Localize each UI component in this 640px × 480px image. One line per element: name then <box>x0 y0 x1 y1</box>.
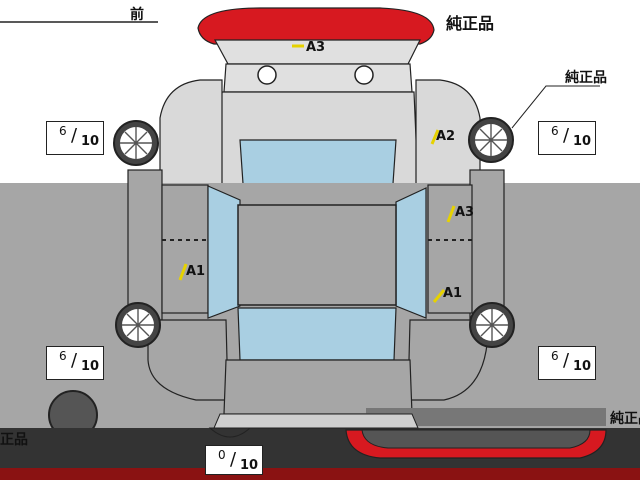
tire-depth-front-right: 6 / 10 <box>538 346 596 380</box>
rear-light-left <box>257 65 277 85</box>
hood <box>223 359 413 415</box>
genuine-label-bottom-left: 正品 <box>0 432 28 448</box>
front-label: 前 <box>130 7 144 23</box>
windshield <box>237 307 397 361</box>
tire-depth-slash: / <box>563 350 570 371</box>
side-panel-right <box>469 169 505 321</box>
rear-light-right <box>354 65 374 85</box>
damage-stroke-right-rear-fender <box>430 129 440 145</box>
rear-bumper <box>197 7 435 45</box>
damage-mark-right-rear-door: A3 <box>455 205 475 220</box>
tire-depth-max: 10 <box>573 359 592 374</box>
damage-mark-left-door: A1 <box>186 264 206 279</box>
damage-stroke-right-front-door <box>432 289 446 303</box>
genuine-label-right: 純正品 <box>565 70 607 86</box>
wheel-front-left <box>115 302 161 348</box>
bottom-noise-strip <box>366 408 606 426</box>
tire-depth-slash: / <box>563 125 570 146</box>
side-window-left <box>207 185 241 319</box>
damage-stroke-right-rear-door <box>446 205 456 223</box>
tire-depth-max: 10 <box>240 458 259 473</box>
front-edge <box>213 413 419 429</box>
tire-depth-max: 10 <box>573 134 592 149</box>
tire-depth-value: 6 <box>59 124 67 138</box>
front-fender-left <box>147 319 229 401</box>
wheel-rear-right <box>468 117 514 163</box>
tire-depth-value: 0 <box>218 448 226 462</box>
rear-fender-left <box>159 79 223 186</box>
genuine-right-leader <box>511 85 600 129</box>
tire-depth-front-left: 6 / 10 <box>46 346 104 380</box>
tire-depth-value: 6 <box>551 124 559 138</box>
bottom-red-strip <box>0 468 640 480</box>
genuine-label-bottom-right: 純正品 <box>610 411 640 427</box>
emblem <box>208 427 252 438</box>
wheel-front-right <box>469 302 515 348</box>
tire-depth-spare: 0 / 10 <box>205 445 263 475</box>
tire-depth-slash: / <box>71 125 78 146</box>
damage-mark-rear-top: A3 <box>306 40 326 55</box>
damage-mark-right-front-door: A1 <box>443 286 463 301</box>
genuine-label-top: 純正品 <box>446 14 495 33</box>
roof <box>237 204 397 306</box>
tire-depth-value: 6 <box>551 349 559 363</box>
tire-depth-rear-left: 6 / 10 <box>46 121 104 155</box>
side-sill-right <box>427 184 473 314</box>
tire-depth-max: 10 <box>81 359 100 374</box>
side-panel-left <box>127 169 163 321</box>
tire-depth-rear-right: 6 / 10 <box>538 121 596 155</box>
tire-depth-slash: / <box>230 449 237 470</box>
damage-mark-right-rear-fender: A2 <box>436 129 456 144</box>
tire-depth-max: 10 <box>81 134 100 149</box>
rear-panel <box>223 63 413 93</box>
damage-stroke-left-door <box>178 263 188 281</box>
tire-depth-slash: / <box>71 350 78 371</box>
front-bumper-inner <box>361 429 591 449</box>
side-sill-left <box>161 184 209 314</box>
side-window-right <box>395 187 427 319</box>
tire-depth-value: 6 <box>59 349 67 363</box>
wheel-rear-left <box>113 120 159 166</box>
